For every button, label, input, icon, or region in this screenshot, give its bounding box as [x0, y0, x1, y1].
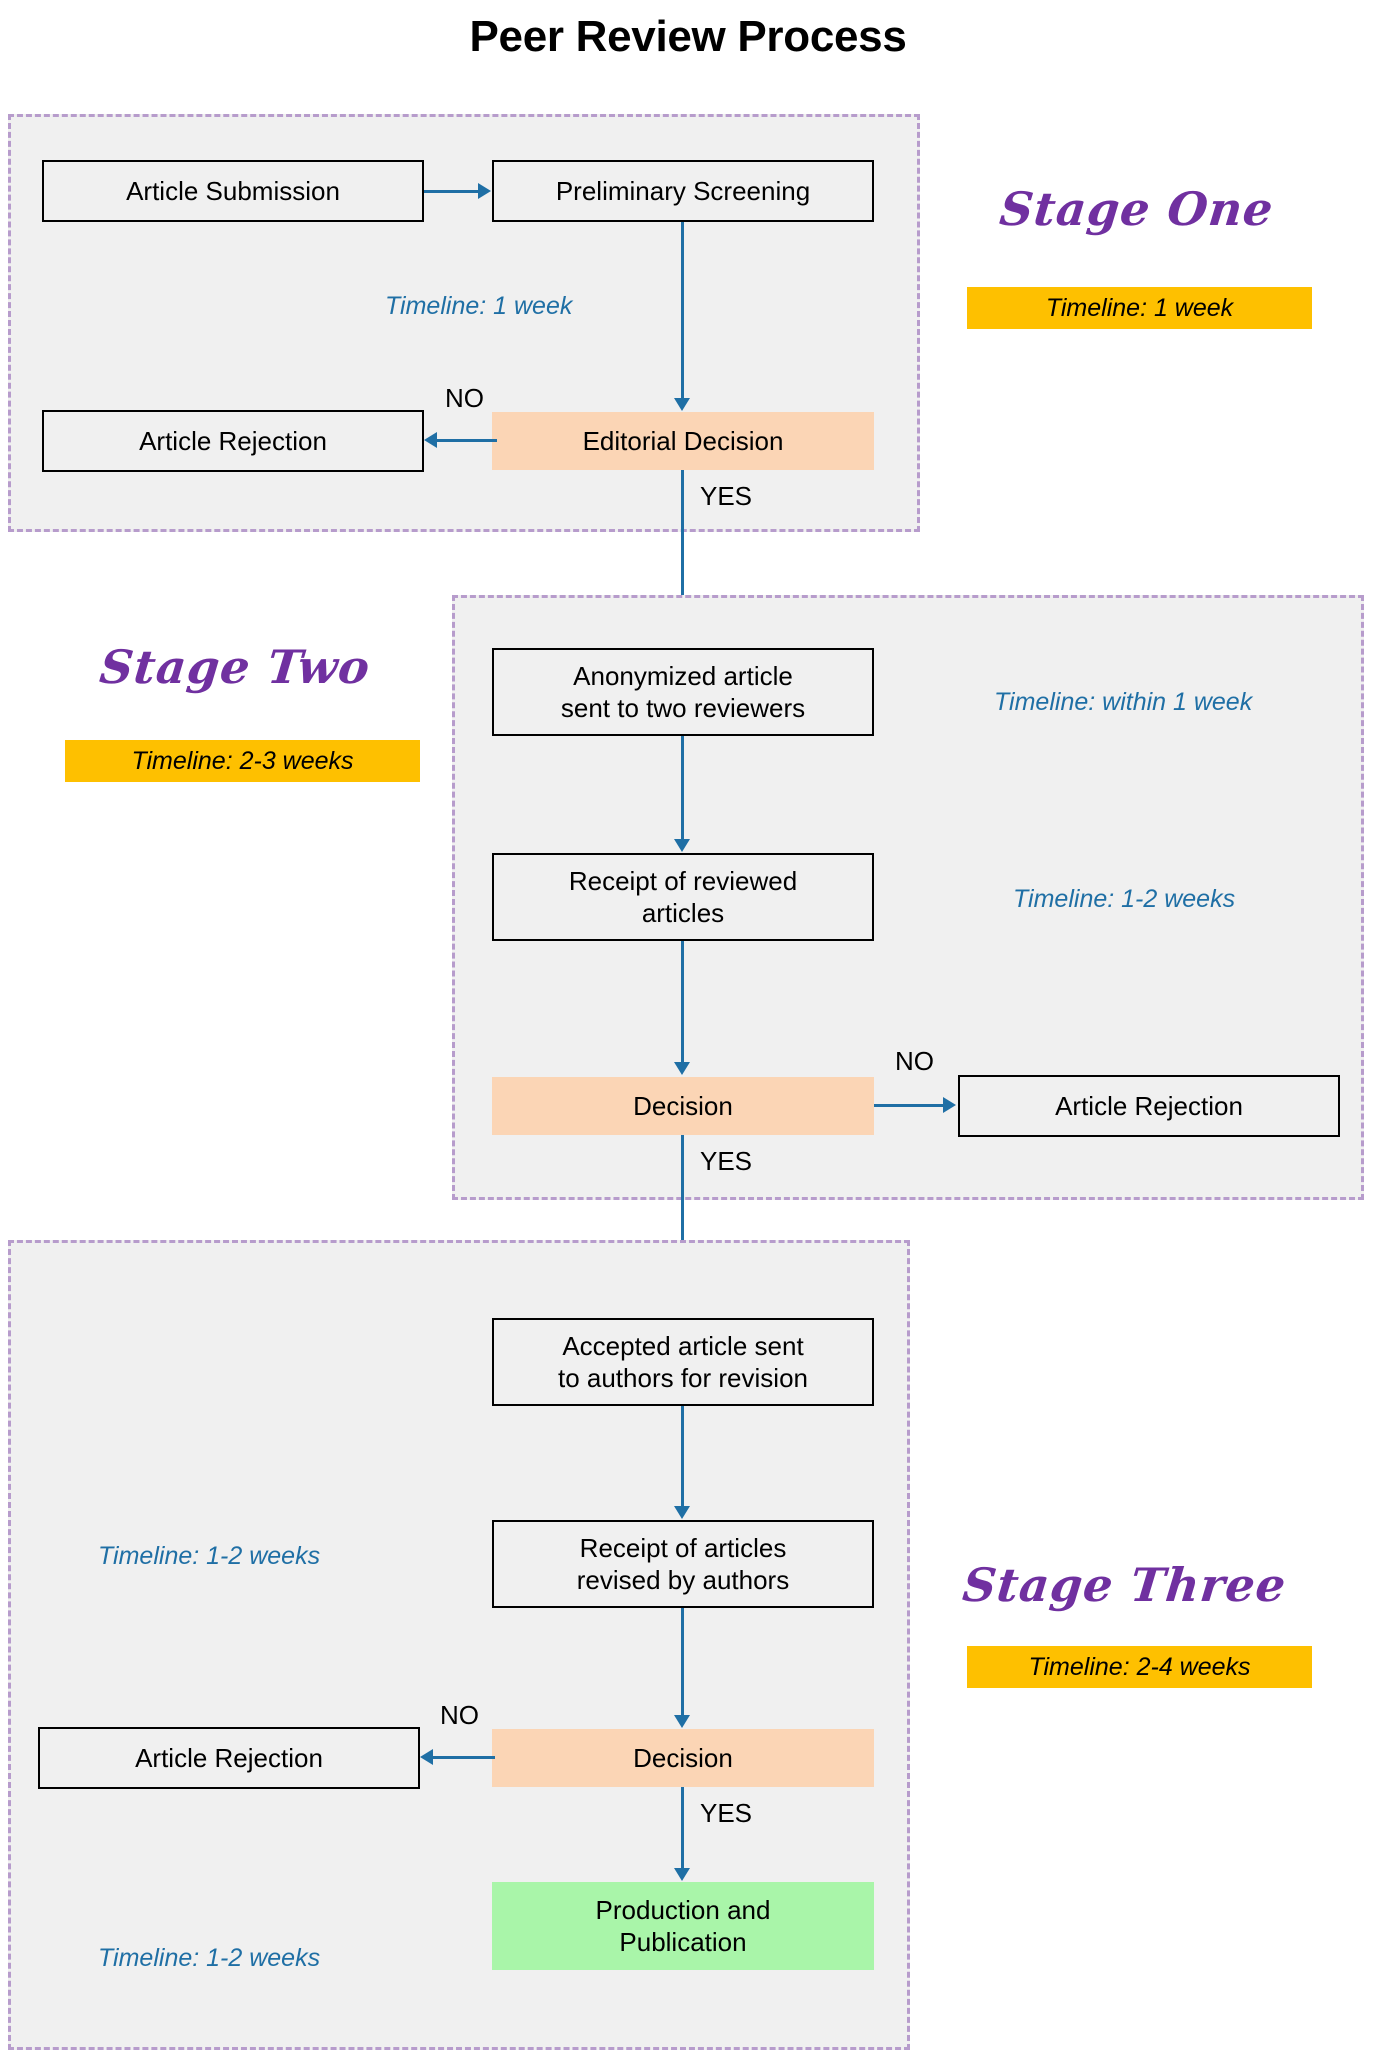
node-label-line2: Publication	[619, 1927, 747, 1957]
arrowhead-right	[943, 1097, 956, 1113]
timeline-stage-three-inner-a: Timeline: 1-2 weeks	[98, 1542, 321, 1570]
node-receipt-reviewed-articles[interactable]: Receipt of reviewed articles	[492, 853, 874, 941]
timeline-stage-one-inner: Timeline: 1 week	[385, 292, 573, 320]
connector-decision-to-rejection-stage-two	[874, 1104, 944, 1107]
node-label-line2: articles	[641, 898, 725, 928]
connector-decision-to-stage-three	[681, 1135, 684, 1308]
arrowhead-left	[424, 432, 437, 448]
arrowhead-down	[674, 1715, 690, 1728]
connector-anonymized-to-receipt	[681, 736, 684, 844]
node-label: Decision	[633, 1090, 733, 1121]
edge-label-yes-stage-one: YES	[700, 481, 753, 511]
timeline-stage-two-inner-b: Timeline: 1-2 weeks	[1013, 885, 1236, 913]
connector-receipt-to-decision	[681, 941, 684, 1067]
timeline-stage-two-inner-a: Timeline: within 1 week	[994, 688, 1253, 716]
arrowhead-down	[674, 1506, 690, 1519]
page-title: Peer Review Process	[469, 12, 907, 61]
node-label: Decision	[633, 1742, 733, 1773]
stage-one-title: Stage One	[997, 182, 1277, 236]
node-label: Article Rejection	[135, 1742, 323, 1773]
stage-badge-label: Timeline: 2-4 weeks	[1028, 1652, 1251, 1681]
stage-three-badge: Timeline: 2-4 weeks	[967, 1646, 1312, 1688]
stage-two-title: Stage Two	[97, 640, 374, 694]
node-label-line1: Anonymized article	[573, 660, 793, 691]
node-anonymized-article[interactable]: Anonymized article sent to two reviewers	[492, 648, 874, 736]
connector-accepted-to-revised	[681, 1406, 684, 1511]
node-article-rejection-stage-two[interactable]: Article Rejection	[958, 1075, 1340, 1137]
stage-two-badge: Timeline: 2-3 weeks	[65, 740, 420, 782]
arrowhead-down	[674, 398, 690, 411]
node-label-line2: sent to two reviewers	[560, 693, 806, 723]
edge-label-yes-stage-three: YES	[700, 1798, 753, 1828]
node-article-rejection-stage-three[interactable]: Article Rejection	[38, 1727, 420, 1789]
edge-label-no-stage-one: NO	[445, 383, 484, 413]
node-label: Preliminary Screening	[555, 175, 811, 206]
arrowhead-down	[674, 1062, 690, 1075]
node-production-publication[interactable]: Production and Publication	[492, 1882, 874, 1970]
node-decision-stage-three[interactable]: Decision	[492, 1729, 874, 1787]
node-label-line2: to authors for revision	[557, 1363, 808, 1393]
edge-label-no-stage-two: NO	[895, 1046, 934, 1076]
node-label: Article Rejection	[139, 425, 327, 456]
node-label-line1: Receipt of articles	[579, 1532, 787, 1563]
node-receipt-revised-articles[interactable]: Receipt of articles revised by authors	[492, 1520, 874, 1608]
node-label-line1: Production and	[595, 1894, 771, 1925]
connector-decision-to-rejection-stage-three	[433, 1756, 495, 1759]
node-article-submission[interactable]: Article Submission	[42, 160, 424, 222]
node-label: Article Rejection	[1055, 1090, 1243, 1121]
node-editorial-decision[interactable]: Editorial Decision	[492, 412, 874, 470]
stage-badge-label: Timeline: 1 week	[1045, 293, 1234, 322]
node-label: Article Submission	[126, 175, 340, 206]
connector-editorial-to-rejection	[437, 439, 497, 442]
node-label-line2: revised by authors	[576, 1565, 790, 1595]
connector-decision-to-publication	[681, 1787, 684, 1872]
stage-badge-label: Timeline: 2-3 weeks	[131, 746, 354, 775]
node-label-line1: Accepted article sent	[562, 1330, 804, 1361]
stage-one-badge: Timeline: 1 week	[967, 287, 1312, 329]
arrowhead-down	[674, 839, 690, 852]
arrowhead-down	[674, 1868, 690, 1881]
timeline-stage-three-inner-b: Timeline: 1-2 weeks	[98, 1944, 321, 1972]
connector-editorial-to-stage-two	[681, 470, 684, 652]
connector-screening-to-editorial	[681, 222, 684, 403]
node-label-line1: Receipt of reviewed	[568, 865, 798, 896]
node-label: Editorial Decision	[582, 425, 784, 456]
node-decision-stage-two[interactable]: Decision	[492, 1077, 874, 1135]
connector-submission-to-screening	[424, 190, 479, 193]
node-accepted-article[interactable]: Accepted article sent to authors for rev…	[492, 1318, 874, 1406]
node-preliminary-screening[interactable]: Preliminary Screening	[492, 160, 874, 222]
arrowhead-right	[478, 183, 491, 199]
edge-label-no-stage-three: NO	[440, 1700, 479, 1730]
arrowhead-left	[420, 1749, 433, 1765]
stage-three-title: Stage Three	[960, 1558, 1290, 1612]
connector-revised-to-decision	[681, 1608, 684, 1720]
edge-label-yes-stage-two: YES	[700, 1146, 753, 1176]
node-article-rejection-stage-one[interactable]: Article Rejection	[42, 410, 424, 472]
